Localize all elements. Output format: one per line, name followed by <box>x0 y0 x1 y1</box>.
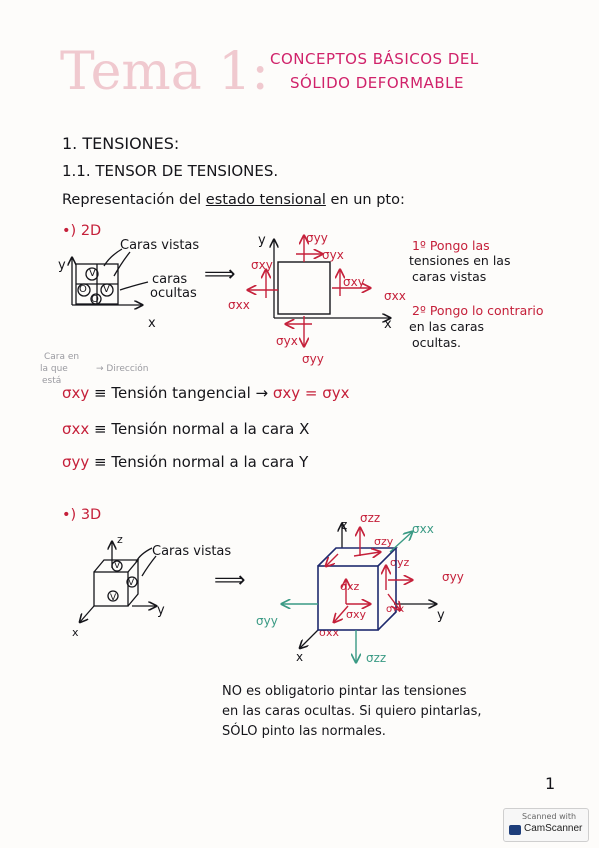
note-3d-line2: en las caras ocultas. Si quiero pintarla… <box>222 704 482 719</box>
page-title-line2: SÓLIDO DEFORMABLE <box>290 74 464 92</box>
note1-line1: 1º Pongo las <box>412 238 490 253</box>
sigma-zz-top: σzz <box>360 511 381 525</box>
def1-text: ≡ Tensión tangencial → <box>94 384 269 402</box>
definition-normal-x: σxx ≡ Tensión normal a la cara X <box>62 420 309 438</box>
sigma-yy-right: σyy <box>442 570 464 584</box>
axis-y-2d: y <box>258 233 266 248</box>
element-2d-large <box>274 240 390 318</box>
note2-line3: ocultas. <box>412 335 461 350</box>
sigma-zz-teal-bottom: σzz <box>366 651 387 665</box>
intro-prefix: Representación del <box>62 192 206 208</box>
face-mark-3d-top: V <box>114 561 121 571</box>
sigma-yy-top: σyy <box>306 231 328 245</box>
bullet-3d: •) 3D <box>62 507 102 523</box>
stress-arrows-3d-hidden <box>282 532 412 662</box>
intro-line: Representación del estado tensional en u… <box>62 192 405 208</box>
subsection-heading: 1.1. TENSOR DE TENSIONES. <box>62 162 279 180</box>
sigma-yx-top: σyx <box>322 248 344 262</box>
face-mark-3d-front: V <box>110 593 117 603</box>
sigma-xx-teal-top: σxx <box>412 522 434 536</box>
axis-z-3d-small: z <box>117 533 123 546</box>
annotation-cara-3: está <box>42 376 62 386</box>
sigma-xy: σxy <box>346 608 366 621</box>
def3-symbol: σyy <box>62 453 90 471</box>
sigma-xy-right: σxy <box>343 275 365 289</box>
note2-line1: 2º Pongo lo contrario <box>412 303 544 318</box>
axis-y-2d-small: y <box>58 258 66 273</box>
axis-x-3d-small: x <box>72 626 79 639</box>
intro-underlined: estado tensional <box>205 192 326 208</box>
camscanner-brand: CamScanner <box>524 823 583 834</box>
axis-x-2d-small: x <box>148 316 156 331</box>
face-mark-v1: V <box>89 268 96 279</box>
def1-symbol: σxy <box>62 384 90 402</box>
implies-arrow-3d: ⟹ <box>214 568 246 593</box>
def2-text: ≡ Tensión normal a la cara X <box>94 420 310 438</box>
page-title-line1: CONCEPTOS BÁSICOS DEL <box>270 50 479 68</box>
camscanner-logo-icon <box>509 825 521 835</box>
stress-arrows-2d <box>248 236 370 346</box>
face-mark-o2: O <box>91 294 99 305</box>
annotation-direccion: → Dirección <box>96 364 149 374</box>
sigma-xy-left: σxy <box>251 258 273 272</box>
section-heading: 1. TENSIONES: <box>62 134 180 153</box>
note-3d-line3: SÓLO pinto las normales. <box>222 724 386 739</box>
element-2d-small <box>72 248 149 305</box>
axis-y-3d-small: y <box>157 603 165 618</box>
axis-x-3d: x <box>296 650 304 664</box>
axis-y-3d: y <box>437 608 445 623</box>
def2-symbol: σxx <box>62 420 90 438</box>
intro-suffix: en un pto: <box>325 192 405 208</box>
note1-line2: tensiones en las <box>409 253 511 268</box>
sigma-yy-bottom: σyy <box>302 352 324 366</box>
element-3d-large <box>300 524 436 648</box>
face-mark-v2: V <box>103 284 110 295</box>
face-mark-3d-right: V <box>128 578 135 588</box>
sigma-yz: σyz <box>390 556 410 569</box>
sigma-xx-left: σxx <box>228 298 250 312</box>
annotation-cara-2: la que <box>40 364 68 374</box>
note1-line3: caras vistas <box>412 269 487 284</box>
sigma-xx-right: σxx <box>384 289 406 303</box>
label-caras-ocultas-1: caras <box>152 272 188 287</box>
sigma-yx-bottom: σyx <box>276 334 298 348</box>
sigma-zy-top: σzy <box>374 535 394 548</box>
def3-text: ≡ Tensión normal a la cara Y <box>94 453 309 471</box>
note-3d-line1: NO es obligatorio pintar las tensiones <box>222 684 467 699</box>
page-number: 1 <box>545 774 556 793</box>
definition-normal-y: σyy ≡ Tensión normal a la cara Y <box>62 453 308 471</box>
annotation-cara-1: Cara en <box>44 352 80 362</box>
sigma-yy-teal-left: σyy <box>256 614 278 628</box>
label-caras-vistas-2d: Caras vistas <box>120 238 200 253</box>
camscanner-badge: Scanned with CamScanner <box>503 808 589 842</box>
element-3d-small <box>80 542 156 622</box>
tema-watermark: Tema 1: <box>60 42 269 102</box>
note2-line2: en las caras <box>409 319 485 334</box>
scanned-with-label: Scanned with <box>522 812 577 821</box>
axis-x-2d: x <box>384 317 392 332</box>
definition-tangencial: σxy ≡ Tensión tangencial → σxy = σyx <box>62 384 350 402</box>
def1-equation: σxy = σyx <box>272 384 350 402</box>
label-caras-ocultas-2: ocultas <box>150 286 197 301</box>
bullet-2d: •) 2D <box>62 223 102 239</box>
face-mark-o1: O <box>79 284 87 295</box>
label-caras-vistas-3d: Caras vistas <box>152 544 232 559</box>
stress-arrows-3d <box>326 528 412 622</box>
implies-arrow-2d: ⟹ <box>204 262 236 287</box>
